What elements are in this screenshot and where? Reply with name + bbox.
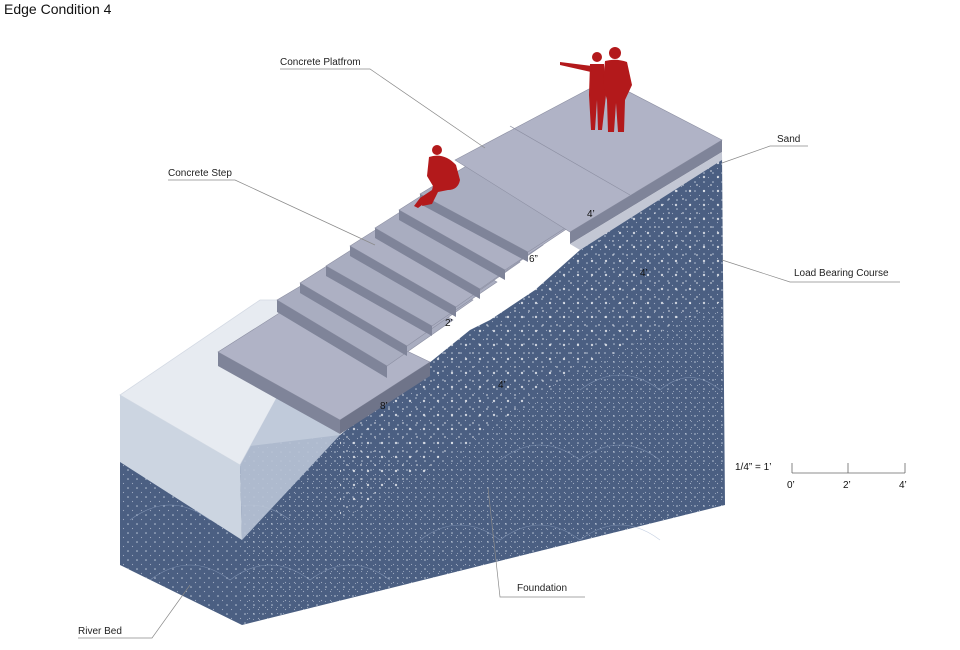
scale-ratio: 1/4” = 1’ [735,462,771,473]
scale-tick-4: 4’ [899,480,907,491]
foundation-texture [242,300,725,625]
scale-tick-2: 2’ [843,480,851,491]
label-river-bed: River Bed [78,626,122,637]
dim-platform-width: 4’ [587,209,595,220]
standing-couple-figure [560,47,632,132]
scale-bar: 1/4” = 1’ 0’ 2’ 4’ [735,462,907,491]
label-concrete-platform: Concrete Platfrom [280,57,361,68]
dim-riser: 6” [529,254,538,265]
label-foundation: Foundation [517,583,567,594]
concrete-steps [217,155,591,434]
concrete-platform-side [570,140,722,244]
dim-base-depth: 8’ [380,401,388,412]
dim-foundation-depth: 4’ [498,380,506,391]
label-concrete-step: Concrete Step [168,168,232,179]
page-title: Edge Condition 4 [4,1,112,17]
seated-person-figure [414,145,460,208]
scale-tick-0: 0’ [787,480,795,491]
sand-layer [570,152,722,250]
label-sand: Sand [777,134,800,145]
leader-lines [78,68,900,639]
platform-joint [509,125,631,196]
water-block-front [120,395,242,540]
label-load-bearing-course: Load Bearing Course [794,268,889,279]
dim-step-depth: 2’ [445,318,453,329]
soil-arc-pattern [129,374,721,581]
dim-load-depth: 4’ [640,268,648,279]
load-bearing-texture [340,155,725,520]
